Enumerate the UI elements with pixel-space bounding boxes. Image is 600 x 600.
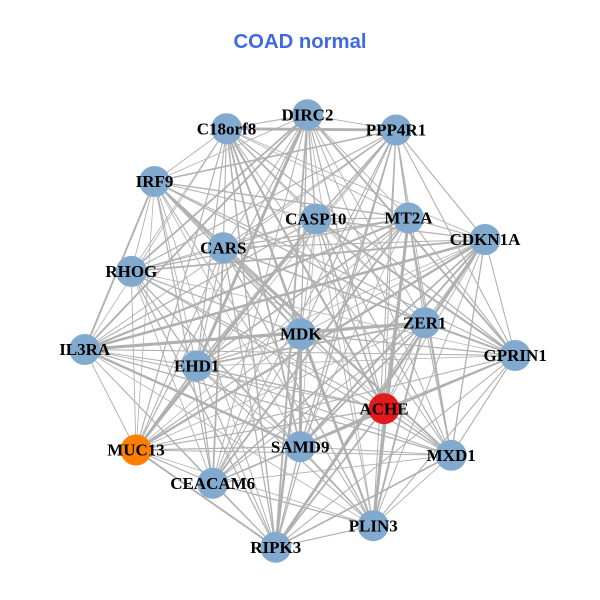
svg-text:CDKN1A: CDKN1A bbox=[450, 230, 522, 249]
svg-text:ZER1: ZER1 bbox=[403, 313, 446, 332]
svg-text:C18orf8: C18orf8 bbox=[197, 119, 256, 138]
svg-text:MUC13: MUC13 bbox=[107, 441, 165, 460]
svg-text:CEACAM6: CEACAM6 bbox=[170, 474, 255, 493]
svg-text:GPRIN1: GPRIN1 bbox=[484, 346, 547, 365]
svg-text:PLIN3: PLIN3 bbox=[349, 516, 398, 535]
svg-text:PPP4R1: PPP4R1 bbox=[366, 121, 426, 140]
svg-text:RIPK3: RIPK3 bbox=[250, 538, 301, 557]
svg-text:COAD normal: COAD normal bbox=[234, 31, 367, 53]
svg-text:DIRC2: DIRC2 bbox=[282, 105, 334, 124]
svg-text:EHD1: EHD1 bbox=[174, 357, 219, 376]
svg-text:IRF9: IRF9 bbox=[136, 172, 174, 191]
svg-text:CARS: CARS bbox=[200, 238, 246, 257]
svg-text:IL3RA: IL3RA bbox=[59, 340, 111, 359]
svg-text:RHOG: RHOG bbox=[105, 262, 157, 281]
svg-text:ACHE: ACHE bbox=[359, 399, 408, 418]
svg-text:MDK: MDK bbox=[280, 325, 322, 344]
svg-text:CASP10: CASP10 bbox=[285, 210, 346, 229]
svg-text:SAMD9: SAMD9 bbox=[271, 437, 330, 456]
svg-text:MXD1: MXD1 bbox=[427, 446, 476, 465]
svg-text:MT2A: MT2A bbox=[384, 209, 433, 228]
